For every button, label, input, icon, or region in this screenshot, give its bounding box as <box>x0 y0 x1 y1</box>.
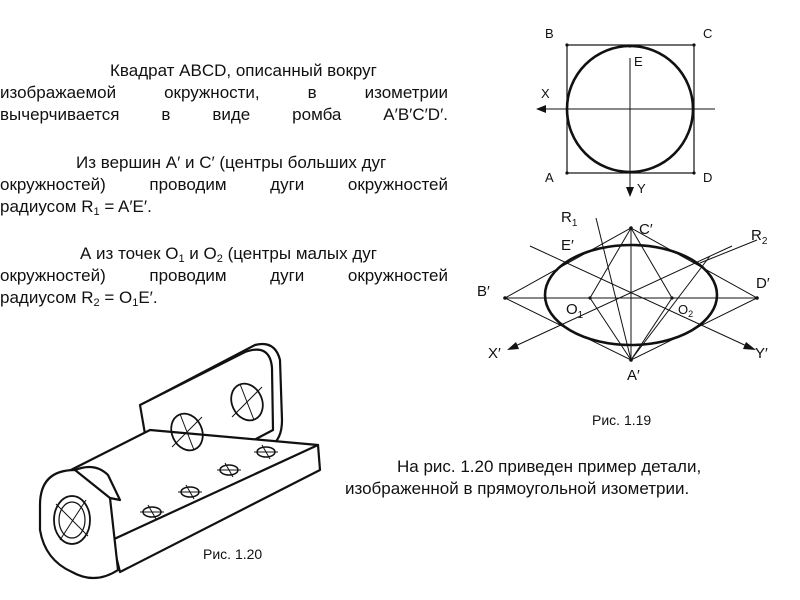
plate-hole-1 <box>170 412 204 452</box>
label-o2: O2 <box>678 302 693 319</box>
lug-front <box>38 468 120 580</box>
para4-line2: изображенной в прямоугольной изометрии. <box>345 479 690 498</box>
para1-line1: Квадрат ABCD, описанный вокруг <box>110 61 377 80</box>
label-y-prime: Y′ <box>755 345 768 362</box>
isometric-ellipse <box>543 243 719 347</box>
lug-hole <box>53 495 91 545</box>
para3-line3: радиусом R2 = O1E′. <box>0 287 448 309</box>
para2-line3-text: радиусом R <box>0 197 94 216</box>
axis-x-arrow <box>536 105 546 113</box>
plate-hole-2 <box>230 382 264 422</box>
label-r2: R2 <box>751 227 768 247</box>
label-b-prime: B′ <box>477 283 490 300</box>
caption-fig-1-19: Рис. 1.19 <box>592 412 652 428</box>
paragraph-fig120-intro: На рис. 1.20 приведен пример детали, изо… <box>345 456 765 500</box>
label-o1: O1 <box>566 301 584 321</box>
para3-l3sub: 2 <box>93 297 100 309</box>
label-a-prime: A′ <box>627 367 640 384</box>
line-c-o2 <box>630 227 673 299</box>
para4-line1: На рис. 1.20 приведен пример детали, <box>397 457 702 476</box>
para3-l1c: (центры малых дуг <box>222 244 377 263</box>
label-x-prime: X′ <box>488 345 501 362</box>
leader-r2 <box>699 239 758 264</box>
para3-l3c: E′. <box>138 288 158 307</box>
para2-line1: Из вершин A′ и C′ (центры больших дуг <box>76 153 387 172</box>
paragraph-square-description: Квадрат ABCD, описанный вокруг изображае… <box>0 60 448 126</box>
paragraph-small-arcs: А из точек O1 и O2 (центры малых дуг окр… <box>0 243 448 309</box>
para3-l3b: = O <box>99 288 133 307</box>
line-c-o1 <box>589 227 632 299</box>
axis-x-prime-arrow <box>507 342 519 350</box>
para2-line3-sub: 1 <box>93 206 100 218</box>
para3-l1b: и O <box>184 244 217 263</box>
axis-y-arrow <box>626 187 634 197</box>
para2-line2: окружностей) проводим дуги окружностей <box>0 175 448 194</box>
label-c: C <box>703 26 712 41</box>
para2-line3-tail: = A′E′. <box>99 197 152 216</box>
para3-l1sub1: 1 <box>178 253 185 265</box>
label-r1: R1 <box>561 209 578 229</box>
label-b: B <box>545 26 554 41</box>
axis-y-prime-arrow <box>743 342 756 350</box>
para3-line1: А из точек O1 и O2 (центры малых дуг <box>0 243 448 265</box>
paragraph-large-arcs: Из вершин A′ и C′ (центры больших дуг ок… <box>0 152 448 218</box>
para3-l1sub2: 2 <box>216 253 223 265</box>
radius-r2-line <box>630 255 711 361</box>
label-y: Y <box>637 181 646 196</box>
label-d-prime: D′ <box>756 275 770 292</box>
para3-line2: окружностей) проводим дуги окружностей <box>0 266 448 285</box>
para3-l3a: радиусом R <box>0 288 94 307</box>
para1-line2: изображаемой окружности, в изометрии <box>0 83 448 102</box>
label-x: X <box>541 86 550 101</box>
line-a-o2 <box>630 297 673 361</box>
label-a: A <box>545 170 554 185</box>
label-e: E <box>634 54 643 69</box>
base-small-holes <box>140 444 278 520</box>
radius-r1-line <box>595 217 632 361</box>
lug-side <box>73 465 122 502</box>
line-a-o1 <box>589 297 632 361</box>
label-e-prime: E′ <box>561 237 574 254</box>
para3-l1a: А из точек O <box>80 244 179 263</box>
label-d: D <box>703 170 712 185</box>
label-c-prime: C′ <box>639 221 653 238</box>
caption-fig-1-20: Рис. 1.20 <box>203 546 263 562</box>
para1-line3: вычерчивается в виде ромба A′B′C′D′. <box>0 105 448 124</box>
para2-line3: радиусом R1 = A′E′. <box>0 196 448 218</box>
para3-l3sub2: 1 <box>132 297 139 309</box>
